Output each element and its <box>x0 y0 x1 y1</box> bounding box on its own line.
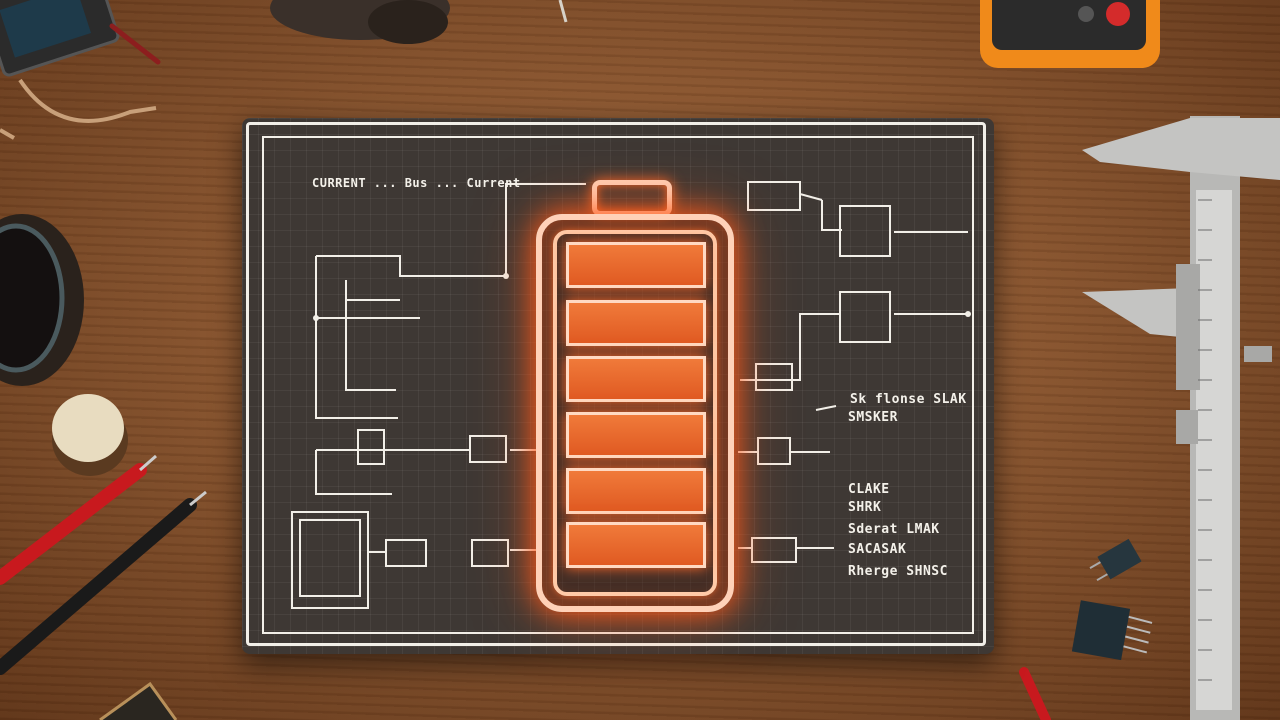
battery-terminal <box>592 180 672 216</box>
battery-cell <box>566 300 706 346</box>
schematic-label: Rherge SHNSC <box>848 564 948 579</box>
schematic-title: CURRENT ... Bus ... Current <box>312 176 521 190</box>
battery-cell <box>566 468 706 514</box>
board-frame-outer <box>246 122 986 646</box>
caliper <box>1082 116 1280 720</box>
schematic-label: SACASAK <box>848 542 907 557</box>
red-probe-bottom <box>1019 667 1051 720</box>
multimeter <box>980 0 1160 68</box>
probe-wire <box>18 78 157 123</box>
battery-cell <box>566 412 706 458</box>
battery-cell <box>566 522 706 568</box>
battery-cell <box>566 242 706 288</box>
knob <box>52 394 128 476</box>
circuit-board-top-left <box>0 0 120 77</box>
ic-chip-small <box>1089 538 1142 582</box>
schematic-label: Sderat LMAK <box>848 522 940 537</box>
red-probe <box>0 463 147 585</box>
battery-cell <box>566 356 706 402</box>
schematic-label: CLAKE <box>848 482 890 497</box>
schematic-label: SHRK <box>848 500 882 515</box>
battery-inner-frame <box>553 230 717 596</box>
schematic-label: Sk flonse SLAK <box>850 392 967 407</box>
schematic-label: SMSKER <box>848 410 898 425</box>
wire-top-left <box>505 183 586 276</box>
board-frame-inner <box>262 136 974 634</box>
ic-chip-large <box>1071 600 1153 661</box>
red-wire <box>109 23 161 65</box>
coffee-cup-left <box>0 214 84 386</box>
wire-left-bus <box>315 256 398 419</box>
black-probe <box>0 498 197 675</box>
